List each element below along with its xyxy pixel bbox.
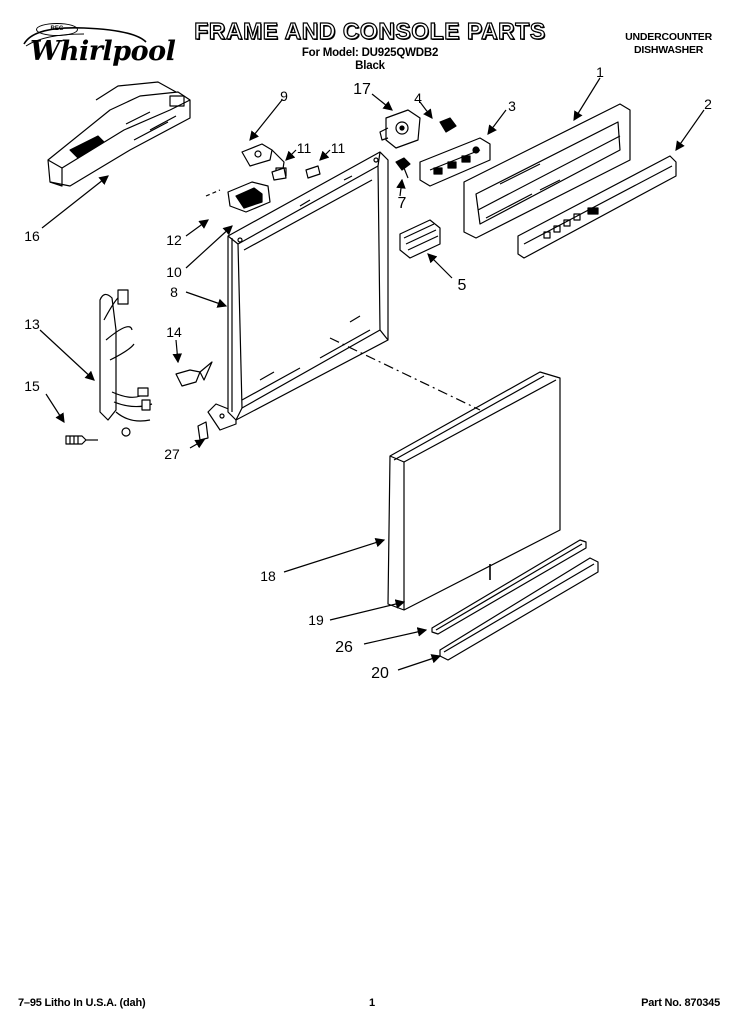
part-5-bracket: [399, 219, 441, 259]
callout-11b: 11: [330, 140, 346, 156]
part-4-knob: [439, 117, 457, 133]
part-3-control-module: [419, 137, 491, 187]
callout-17: 17: [353, 81, 371, 98]
callout-9: 9: [280, 88, 288, 104]
callout-1: 1: [596, 64, 604, 80]
callout-14: 14: [166, 324, 182, 340]
part-26-bottom-trim: [431, 539, 587, 635]
part-12-line: [205, 189, 221, 197]
page-title: FRAME AND CONSOLE PARTS: [194, 17, 546, 44]
callout-12: 12: [166, 232, 182, 248]
callout-10: 10: [166, 264, 182, 280]
panel-leader-line: [329, 337, 481, 411]
part-11-clips: [271, 165, 321, 181]
product-line-1: UNDERCOUNTER: [625, 31, 712, 43]
callout-3: 3: [508, 98, 516, 114]
product-type: UNDERCOUNTER DISHWASHER: [625, 31, 712, 57]
part-15-screw: [65, 435, 98, 445]
callout-26: 26: [335, 639, 353, 656]
callout-5: 5: [457, 277, 467, 294]
color-line: Black: [355, 60, 385, 72]
part-7-screw: [395, 157, 411, 179]
model-line: For Model: DU925QWDB2: [301, 47, 439, 59]
part-8-door-frame: [227, 151, 389, 421]
part-10-latch: [227, 181, 271, 213]
callout-20: 20: [371, 665, 389, 682]
callout-18: 18: [260, 568, 276, 584]
part-17-switch-block: [379, 109, 421, 149]
callout-16: 16: [24, 228, 40, 244]
product-line-2: DISHWASHER: [633, 44, 704, 56]
callout-13: 13: [24, 316, 40, 332]
callout-11a: 11: [296, 140, 312, 156]
logo-swoosh-icon: [23, 27, 147, 47]
part-16-vent-assembly: [47, 81, 191, 187]
callout-4: 4: [414, 90, 422, 106]
callout-7: 7: [397, 195, 407, 212]
part-14-switch: [175, 361, 213, 387]
part-2-trim: [517, 155, 677, 259]
brand-name: Whirlpool: [30, 36, 176, 67]
footer-page-number: 1: [369, 997, 375, 1009]
footer-litho: 7–95 Litho In U.S.A. (dah): [18, 997, 146, 1009]
leader-arrows: [39, 77, 705, 671]
callout-8: 8: [170, 284, 178, 300]
callout-15: 15: [24, 378, 40, 394]
callout-19: 19: [308, 612, 324, 628]
callout-2: 2: [704, 96, 712, 112]
footer-part-number: Part No. 870345: [641, 997, 720, 1009]
part-1-console: [463, 103, 631, 239]
part-13-wire-harness: [99, 289, 153, 437]
part-18-door-panel: [387, 371, 561, 611]
callout-27: 27: [164, 446, 180, 462]
